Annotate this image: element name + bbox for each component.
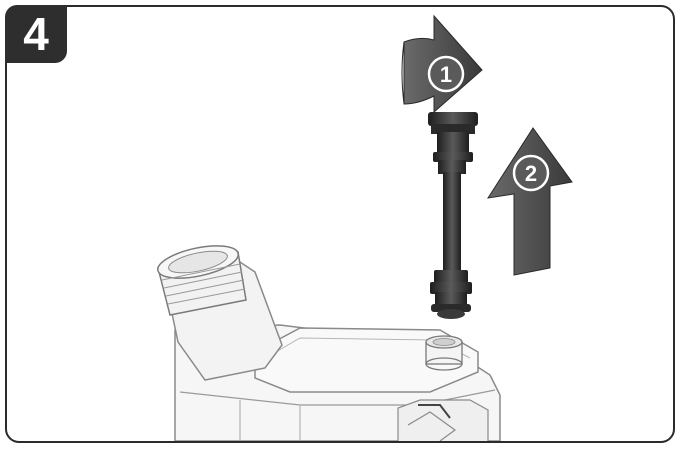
rotate-arrow-icon: 1 <box>402 16 482 112</box>
valve-rod <box>428 112 478 319</box>
up-arrow-icon: 2 <box>488 128 572 275</box>
callout-2-label: 2 <box>525 161 537 186</box>
callout-1-label: 1 <box>440 62 452 87</box>
